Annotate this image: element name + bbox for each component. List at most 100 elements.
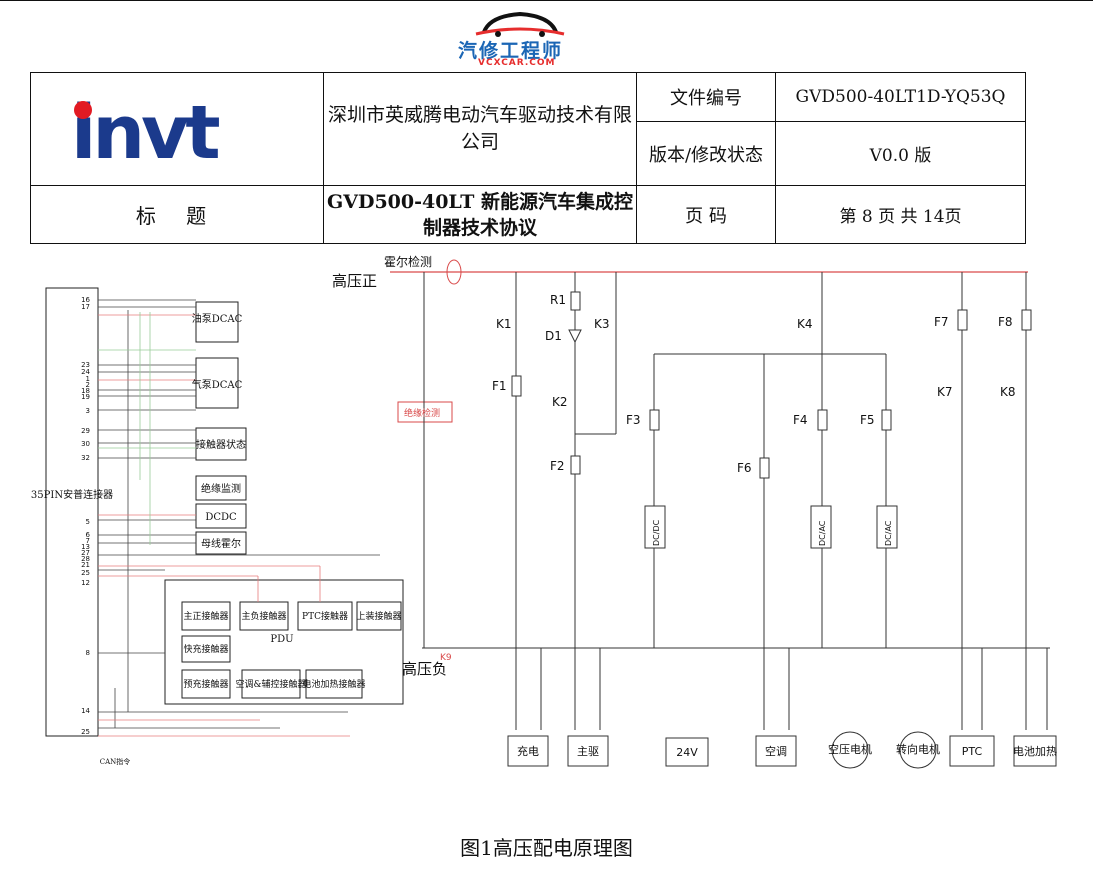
svg-text:K2: K2 (552, 395, 568, 409)
battery-heat-contactor: 电池加热接触器 (302, 678, 365, 690)
svg-text:13: 13 (81, 543, 90, 551)
load-labels: 充电 主驱 24V 空调 空压电机 转向电机 PTC 电池加热 (517, 742, 1057, 759)
svg-text:1: 1 (86, 375, 90, 383)
svg-text:F5: F5 (860, 413, 875, 427)
svg-text:3: 3 (86, 407, 90, 415)
hv-neg-label: 高压负 (402, 660, 447, 678)
svg-text:电池加热: 电池加热 (1013, 745, 1057, 758)
svg-text:空调: 空调 (765, 744, 787, 758)
svg-text:24V: 24V (676, 746, 698, 759)
svg-text:24: 24 (81, 368, 90, 376)
company-name: 深圳市英威腾电动汽车驱动技术有限公司 (323, 72, 637, 186)
hall-label: 霍尔检测 (384, 254, 432, 269)
diode-icon (568, 329, 582, 344)
hall-sensor-icon (446, 259, 462, 285)
svg-text:F3: F3 (626, 413, 641, 427)
can-command: CAN指令 (100, 757, 131, 766)
svg-text:21: 21 (81, 561, 90, 569)
svg-text:17: 17 (81, 303, 90, 311)
doc-title: GVD500-40LT 新能源汽车集成控制器技术协议 (323, 185, 637, 244)
top-rule (0, 0, 1093, 1)
svg-text:主驱: 主驱 (577, 745, 599, 758)
svg-text:K4: K4 (797, 317, 813, 331)
svg-text:6: 6 (86, 531, 91, 539)
svg-text:18: 18 (81, 387, 90, 395)
logo-cell: invt (30, 72, 324, 186)
logo-text: invt (71, 90, 221, 176)
svg-text:32: 32 (81, 454, 90, 462)
connector-label: 35PIN安普连接器 (31, 488, 113, 501)
hv-schematic: 16 17 23 24 1 2 18 19 3 29 30 32 5 6 7 1… (31, 254, 1057, 769)
invt-logo: invt (31, 73, 323, 185)
pin-labels: 16 17 23 24 1 2 18 19 3 29 30 32 5 6 7 1… (81, 296, 90, 736)
watermark-url: VCXCAR.COM (478, 58, 556, 68)
insulation-label: 绝缘检测 (404, 407, 440, 419)
car-icon (475, 11, 565, 37)
doc-no-label: 文件编号 (636, 72, 776, 122)
svg-text:7: 7 (86, 537, 90, 545)
watermark-logo: 汽修工程师 VCXCAR.COM (440, 6, 600, 68)
svg-text:转向电机: 转向电机 (896, 742, 940, 756)
svg-text:5: 5 (86, 518, 90, 526)
main-neg-contactor: 主负接触器 (241, 610, 286, 622)
svg-text:19: 19 (81, 393, 90, 401)
fast-charge-contactor: 快充接触器 (183, 643, 228, 655)
dcac-converter-2: DC/AC (884, 520, 893, 546)
busbar-hall: 母线霍尔 (201, 537, 241, 550)
pdu-label: PDU (270, 634, 293, 645)
dcdc-module: DCDC (205, 512, 237, 523)
svg-text:25: 25 (81, 569, 90, 577)
ac-aux-contactor: 空调&辅控接触器 (235, 678, 306, 690)
svg-text:14: 14 (81, 707, 90, 715)
hv-pos-label: 高压正 (332, 272, 377, 290)
svg-text:F4: F4 (793, 413, 808, 427)
upper-contactor: 上装接触器 (356, 610, 401, 622)
svg-text:F2: F2 (550, 459, 565, 473)
air-pump-dcac: 气泵DCAC (192, 378, 243, 391)
header-table: invt 深圳市英威腾电动汽车驱动技术有限公司 文件编号 GVD500-40LT… (30, 72, 1026, 244)
svg-text:K7: K7 (937, 385, 953, 399)
svg-text:K1: K1 (496, 317, 512, 331)
svg-text:D1: D1 (545, 329, 562, 343)
title-label: 标 题 (30, 185, 324, 244)
svg-text:16: 16 (81, 296, 90, 304)
svg-text:23: 23 (81, 361, 90, 369)
dcac-converter-1: DC/AC (818, 520, 827, 546)
dcdc-converter: DC/DC (652, 519, 661, 546)
svg-text:12: 12 (81, 579, 90, 587)
watermark-brand: 汽修工程师 (458, 40, 564, 62)
svg-text:28: 28 (81, 555, 90, 563)
svg-text:F7: F7 (934, 315, 949, 329)
svg-text:27: 27 (81, 549, 90, 557)
svg-text:F6: F6 (737, 461, 752, 475)
svg-text:K3: K3 (594, 317, 610, 331)
svg-text:30: 30 (81, 440, 90, 448)
doc-no-value: GVD500-40LT1D-YQ53Q (775, 72, 1026, 122)
connector-box (45, 287, 99, 737)
page-value: 第 8 页 共 14页 (775, 185, 1026, 244)
precharge-contactor: 预充接触器 (183, 678, 228, 690)
figure-caption: 图1高压配电原理图 (460, 836, 633, 860)
page-label: 页 码 (636, 185, 776, 244)
contactor-state: 接触器状态 (196, 438, 246, 451)
svg-text:F1: F1 (492, 379, 507, 393)
version-label: 版本/修改状态 (636, 121, 776, 186)
svg-text:29: 29 (81, 427, 90, 435)
svg-text:25: 25 (81, 728, 90, 736)
svg-text:K8: K8 (1000, 385, 1016, 399)
svg-text:8: 8 (86, 649, 90, 657)
insulation-monitor: 绝缘监测 (201, 482, 241, 495)
svg-text:F8: F8 (998, 315, 1013, 329)
ptc-contactor: PTC接触器 (302, 610, 348, 622)
insulation-box (397, 401, 453, 423)
svg-text:PTC: PTC (962, 745, 983, 758)
main-pos-contactor: 主正接触器 (183, 610, 228, 622)
oil-pump-dcac: 油泵DCAC (192, 312, 243, 325)
svg-text:空压电机: 空压电机 (828, 742, 872, 756)
version-value: V0.0 版 (775, 121, 1026, 186)
svg-text:R1: R1 (550, 293, 566, 307)
svg-text:2: 2 (86, 381, 90, 389)
k9-label: K9 (440, 653, 452, 663)
logo-dot (74, 101, 92, 119)
svg-text:充电: 充电 (517, 744, 539, 758)
